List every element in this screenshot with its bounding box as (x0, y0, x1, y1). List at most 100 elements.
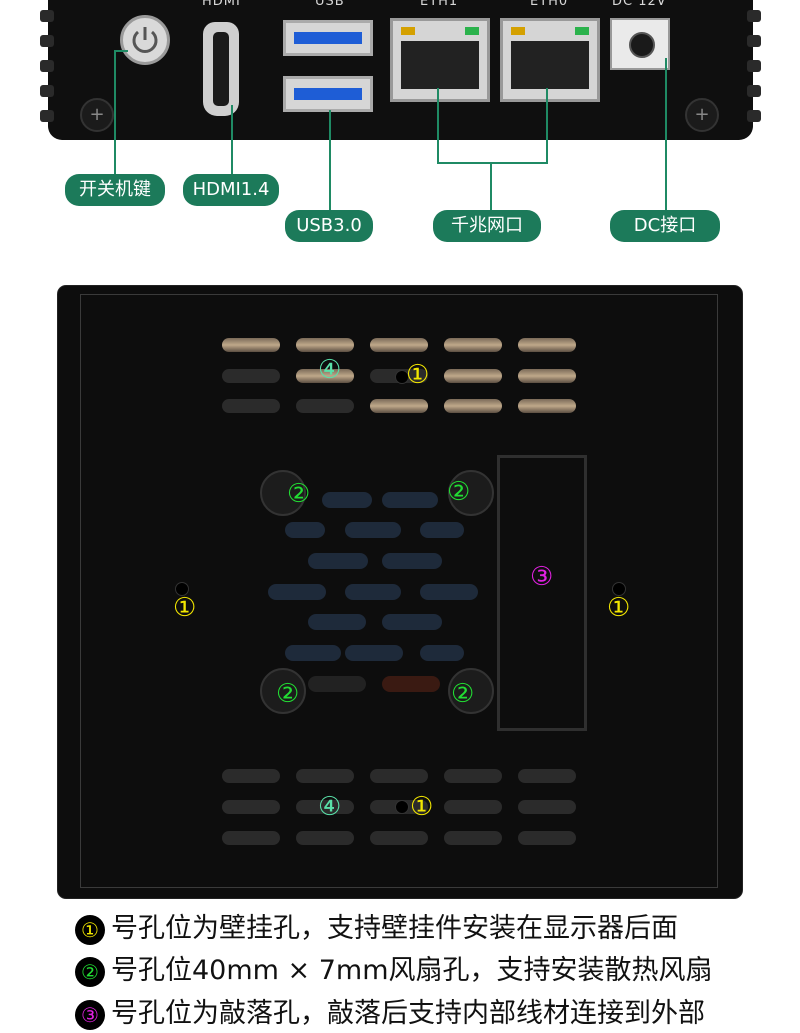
grill-slot (322, 492, 372, 508)
cooling-fin (40, 35, 54, 47)
dc-jack (610, 18, 670, 70)
vent-slot (222, 800, 280, 814)
legend-text-2: 号孔位40mm × 7mm风扇孔，支持安装散热风扇 (111, 955, 713, 986)
grill-slot (285, 645, 341, 661)
callout-line (437, 162, 548, 164)
wall-mount-hole (612, 582, 626, 596)
fan-screw-hole (260, 668, 306, 714)
tag-ethernet: 千兆网口 (433, 210, 541, 242)
grill-slot (382, 614, 442, 630)
usb-port-top (283, 20, 373, 56)
grill-slot (345, 645, 403, 661)
fan-screw-hole (448, 470, 494, 516)
vent-slot (222, 399, 280, 413)
vent-slot (370, 769, 428, 783)
port-label-eth0: ETH0 (530, 0, 569, 9)
power-button[interactable] (120, 15, 170, 65)
cooling-fin (40, 110, 54, 122)
cooling-fin (747, 85, 761, 97)
marker-4: ④ (318, 792, 342, 822)
callout-line (329, 110, 331, 210)
callout-line (437, 88, 439, 163)
marker-4: ④ (318, 355, 342, 385)
vent-slot (222, 831, 280, 845)
vent-slot (518, 800, 576, 814)
grill-slot (420, 584, 478, 600)
legend-text-1: 号孔位为壁挂孔，支持壁挂件安装在显示器后面 (111, 913, 678, 944)
vent-slot (444, 399, 502, 413)
marker-1: ① (406, 360, 430, 390)
vent-slot (222, 769, 280, 783)
grill-slot (308, 614, 366, 630)
vent-slot (296, 338, 354, 352)
screw-icon: + (80, 98, 114, 132)
cooling-fin (747, 35, 761, 47)
grill-slot (268, 584, 326, 600)
port-label-eth1: ETH1 (420, 0, 459, 9)
vent-slot (518, 831, 576, 845)
vent-slot (222, 338, 280, 352)
grill-slot (308, 676, 366, 692)
callout-line (231, 105, 233, 180)
vent-slot (222, 369, 280, 383)
fan-screw-hole (448, 668, 494, 714)
grill-slot (420, 645, 464, 661)
legend-text-3: 号孔位为敲落孔，敲落后支持内部线材连接到外部 (111, 998, 705, 1029)
marker-3: ③ (530, 562, 554, 592)
wall-mount-hole (175, 582, 189, 596)
tag-usb: USB3.0 (285, 210, 373, 242)
vent-slot (444, 800, 502, 814)
eth0-port (500, 18, 600, 102)
tag-power: 开关机键 (65, 174, 165, 206)
hdmi-port (203, 22, 239, 116)
grill-slot (308, 553, 368, 569)
vent-slot (518, 338, 576, 352)
cooling-fin (747, 10, 761, 22)
screw-icon: + (685, 98, 719, 132)
marker-1: ① (410, 792, 434, 822)
legend-mark-3: ③ (75, 999, 105, 1030)
eth1-port (390, 18, 490, 102)
callout-line (114, 50, 116, 180)
grill-slot (345, 522, 401, 538)
grill-slot (285, 522, 325, 538)
port-label-dc: DC 12V (612, 0, 667, 9)
legend-mark-1: ① (75, 914, 105, 945)
usb-port-bottom (283, 76, 373, 112)
vent-slot (370, 399, 428, 413)
legend-mark-2: ② (75, 956, 105, 987)
cooling-fin (747, 110, 761, 122)
grill-slot (345, 584, 401, 600)
wall-mount-hole (395, 800, 409, 814)
vent-slot (518, 769, 576, 783)
callout-line (665, 58, 667, 210)
grill-slot (382, 492, 438, 508)
vent-slot (296, 800, 354, 814)
vent-slot (444, 831, 502, 845)
vent-slot (444, 369, 502, 383)
callout-line (114, 50, 128, 52)
vent-slot (296, 399, 354, 413)
marker-2: ② (451, 679, 475, 709)
callout-line (546, 88, 548, 163)
callout-line (490, 162, 492, 210)
tag-hdmi: HDMI1.4 (183, 174, 279, 206)
port-label-hdmi: HDMI (202, 0, 241, 9)
grill-slot (382, 553, 442, 569)
marker-2: ② (287, 479, 311, 509)
knockout-hole (497, 455, 587, 731)
vent-slot (518, 399, 576, 413)
vent-slot (444, 769, 502, 783)
cooling-fin (40, 85, 54, 97)
vent-slot (370, 338, 428, 352)
tag-dc: DC接口 (610, 210, 720, 242)
vent-slot (296, 369, 354, 383)
vent-slot (296, 831, 354, 845)
wall-mount-hole (395, 370, 409, 384)
vent-slot (296, 769, 354, 783)
vent-slot (518, 369, 576, 383)
port-label-usb: USB (315, 0, 345, 9)
vent-slot (370, 831, 428, 845)
